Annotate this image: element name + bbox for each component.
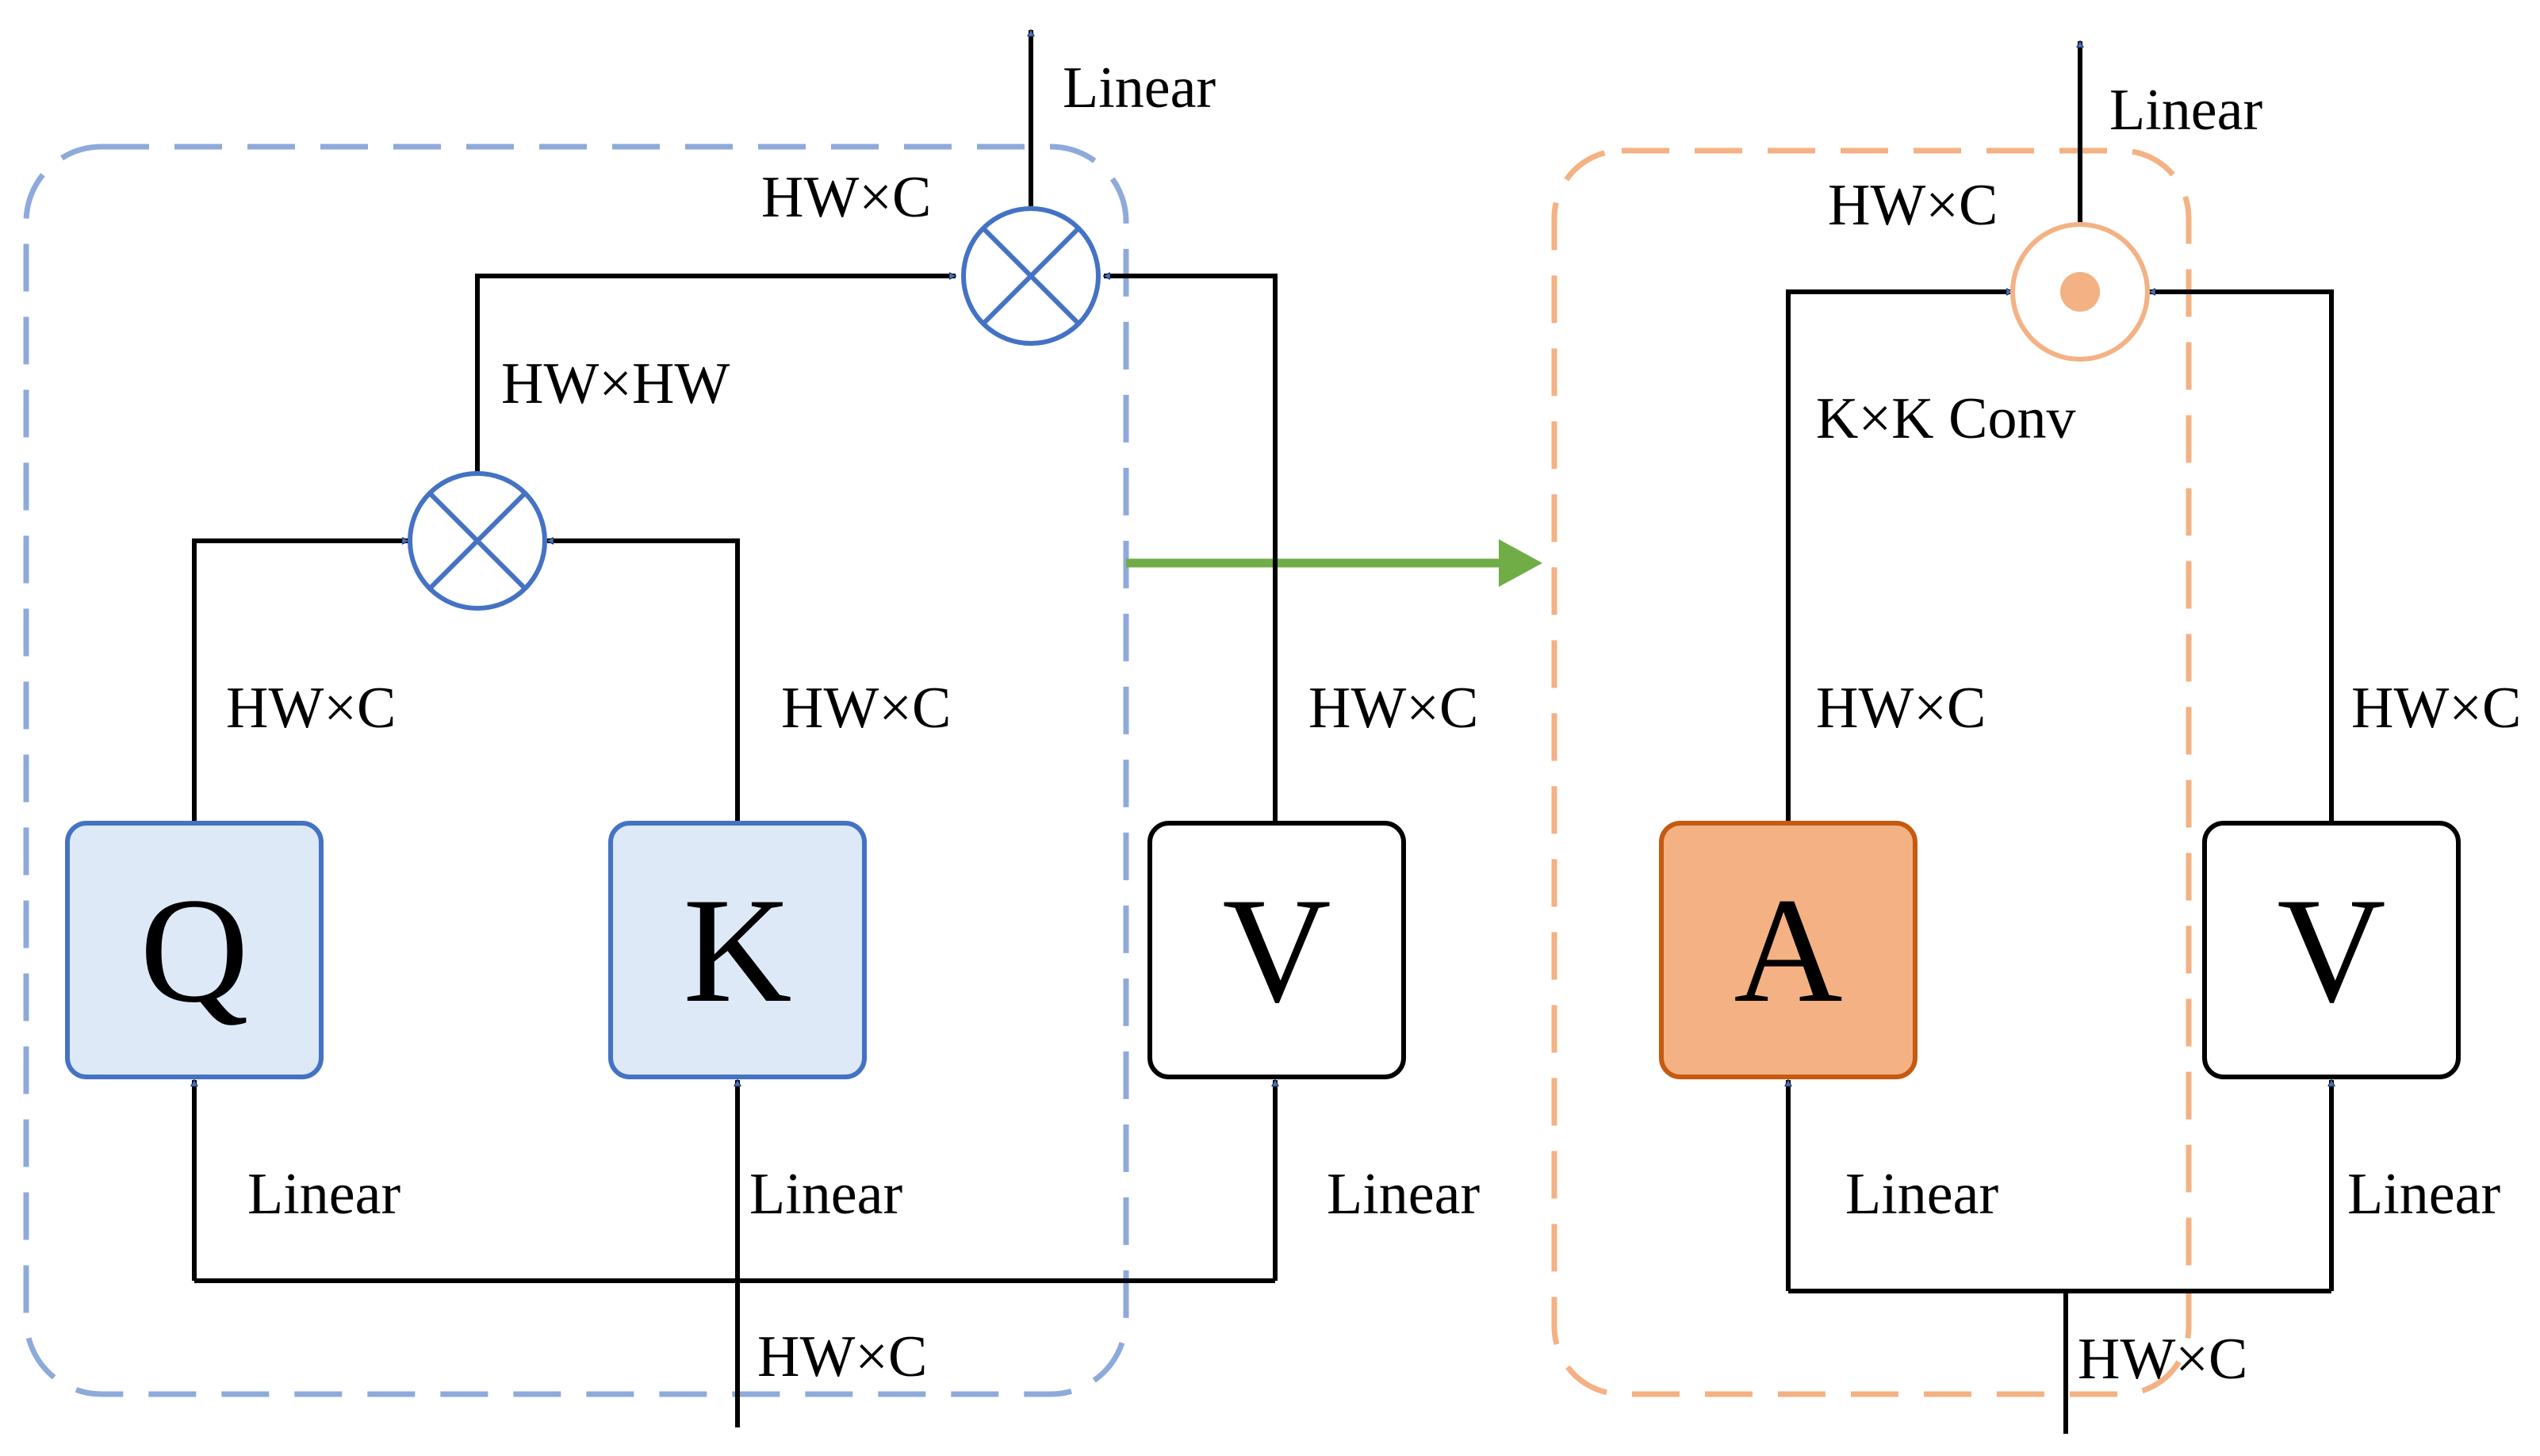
multiply-node-qk xyxy=(408,471,547,611)
conv-label: K×K Conv xyxy=(1816,386,2075,451)
out-linear-label-right: Linear xyxy=(2109,78,2262,143)
q-box: Q xyxy=(65,821,324,1079)
v-label-left: V xyxy=(1222,868,1331,1034)
a-linear-label: Linear xyxy=(1845,1162,1998,1227)
left-frame xyxy=(23,144,1129,1397)
q-linear-label: Linear xyxy=(247,1162,400,1227)
attn-dim-label: HW×HW xyxy=(501,351,730,416)
k-dim-label: HW×C xyxy=(781,676,951,741)
a-dim-label: HW×C xyxy=(1816,676,1986,741)
k-box: K xyxy=(608,821,867,1079)
v-box-right: V xyxy=(2202,821,2461,1079)
v-box-left: V xyxy=(1147,821,1406,1079)
left-wires xyxy=(194,30,1275,1427)
a-label: A xyxy=(1734,868,1842,1034)
v-dim-label-left: HW×C xyxy=(1308,676,1478,741)
hadamard-node xyxy=(2010,222,2150,362)
v-label-right: V xyxy=(2277,868,2385,1034)
v-linear-label-left: Linear xyxy=(1327,1162,1480,1227)
a-box: A xyxy=(1659,821,1917,1079)
out-linear-label-left: Linear xyxy=(1063,56,1216,121)
input-dim-label-left: HW×C xyxy=(757,1324,927,1389)
right-wires xyxy=(1788,41,2331,1434)
q-dim-label: HW×C xyxy=(226,676,396,741)
v-linear-label-right: Linear xyxy=(2347,1162,2500,1227)
k-label: K xyxy=(683,868,791,1034)
input-dim-label-right: HW×C xyxy=(2078,1327,2247,1392)
multiply-node-v xyxy=(961,206,1101,346)
right-frame xyxy=(1551,148,2192,1397)
out-dim-label-left: HW×C xyxy=(761,165,931,230)
transition-arrow xyxy=(1126,539,1542,587)
k-linear-label: Linear xyxy=(749,1162,902,1227)
out-dim-label-right: HW×C xyxy=(1828,173,1998,238)
q-label: Q xyxy=(140,868,248,1034)
v-dim-label-right: HW×C xyxy=(2351,676,2521,741)
